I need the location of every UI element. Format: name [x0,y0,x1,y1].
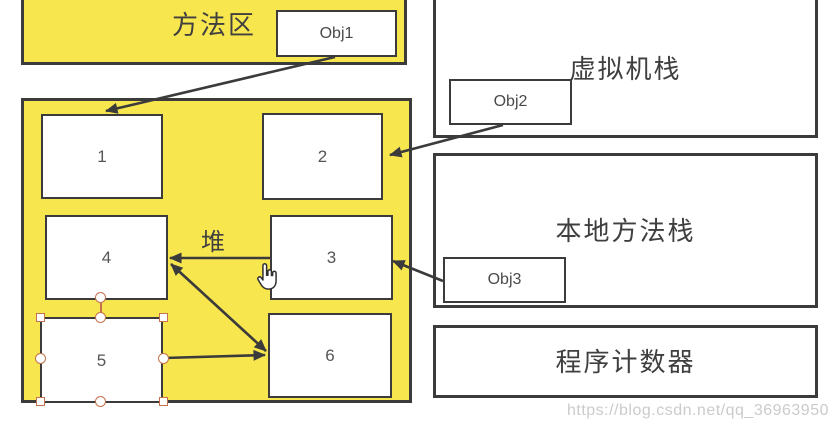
obj2-label: Obj2 [493,93,528,110]
resize-handle-middle-left[interactable] [35,353,46,364]
resize-handle-top-middle[interactable] [95,312,106,323]
obj2-box[interactable]: Obj2 [449,79,572,125]
resize-handle-bottom-right[interactable] [159,397,168,406]
heap-cell-6[interactable]: 6 [268,313,392,398]
pc-register-region[interactable]: 程序计数器 [433,325,818,398]
native-stack-region[interactable]: 本地方法栈 [433,153,818,308]
rotation-handle-link [100,303,102,317]
obj1-label: Obj1 [319,24,354,42]
native-stack-label: 本地方法栈 [555,215,696,246]
heap-cell-4[interactable]: 4 [45,215,168,300]
heap-cell-3-label: 3 [326,248,337,267]
heap-cell-2-label: 2 [317,147,328,166]
heap-cell-5[interactable]: 5 [40,317,163,403]
obj3-label: Obj3 [487,271,522,288]
vm-stack-label: 虚拟机栈 [569,53,682,84]
resize-handle-bottom-middle[interactable] [95,396,106,407]
obj3-box[interactable]: Obj3 [443,257,566,303]
heap-cell-6-label: 6 [325,346,335,365]
hand-cursor-icon [257,262,277,290]
resize-handle-middle-right[interactable] [158,353,169,364]
heap-cell-1-label: 1 [97,147,107,166]
heap-cell-5-label: 5 [96,350,107,370]
heap-cell-1[interactable]: 1 [41,114,163,199]
obj1-box[interactable]: Obj1 [276,10,397,57]
method-area-label: 方法区 [171,10,256,40]
pc-register-label: 程序计数器 [555,346,696,377]
rotate-handle[interactable] [95,292,106,303]
watermark-text: https://blog.csdn.net/qq_36963950 [566,402,829,419]
resize-handle-top-right[interactable] [159,313,168,322]
heap-label: 堆 [201,229,225,256]
resize-handle-top-left[interactable] [36,313,45,322]
heap-cell-3[interactable]: 3 [270,215,393,300]
heap-cell-2[interactable]: 2 [262,113,383,200]
heap-cell-4-label: 4 [101,248,112,267]
resize-handle-bottom-left[interactable] [36,397,45,406]
